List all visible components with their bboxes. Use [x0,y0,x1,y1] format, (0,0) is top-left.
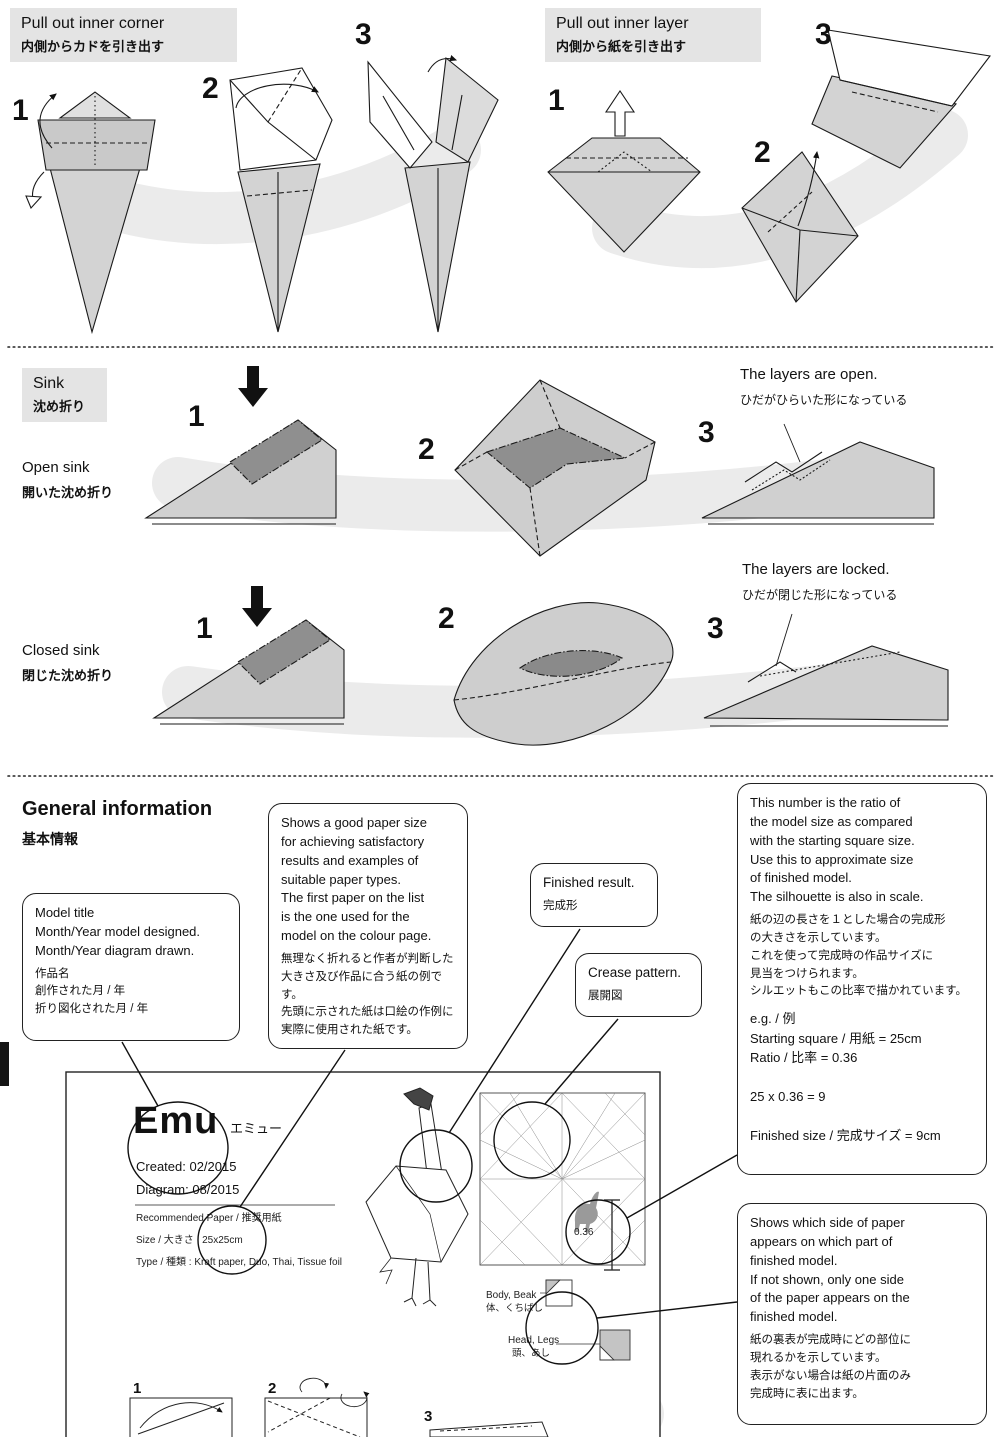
closed-sink-label: Closed sink [22,642,100,659]
open-sink-label-jp: 開いた沈め折り [22,485,114,500]
push-arrow-icon [242,586,272,627]
callout-text-jp: 紙の裏表が完成時にどの部位に 現れるかを示しています。 表示がない場合は紙の片面… [750,1334,911,1400]
general-info-title-jp: 基本情報 [22,831,78,847]
dotted-dividers [7,346,994,777]
callout-text-jp: 無理なく折れると作者が判断した 大きさ及び作品に合う紙の例です。 先頭に示された… [281,952,454,1037]
figure-pull-layer-step3 [811,29,991,169]
callout-text-en: Crease pattern. [588,965,682,980]
callout-text-jp: 紙の辺の長さを１とした場合の完成形 の大きさを示しています。 これを使って完成時… [750,914,968,998]
step-number: 3 [424,1408,433,1425]
section-title: Sink [33,375,65,392]
section-header-sink: Sink 沈め折り [22,368,107,422]
page-edge-tab [0,1042,9,1086]
step-number: 2 [438,602,455,635]
callout-text-en: Shows which side of paper appears on whi… [750,1215,910,1325]
section-title-jp: 内側から紙を引き出す [556,39,687,54]
step-number: 3 [698,416,715,449]
closed-sink-note: The layers are locked. [742,561,890,578]
figure-open-sink-step2 [454,379,656,557]
figure-open-sink-step3 [701,423,935,525]
sample-paper-type: Type / 種類 : Kraft paper, Duo, Thai, Tiss… [136,1257,343,1268]
figure-closed-sink-step1 [152,586,345,725]
step-number: 1 [133,1380,142,1397]
callout-text-en: Shows a good paper size for achieving sa… [281,815,432,944]
step-number: 3 [815,18,832,51]
sample-body-beak-label: Body, Beak [486,1290,537,1301]
callout-model-title: Model title Month/Year model designed. M… [22,893,240,1041]
sample-body-beak-label-jp: 体、くちばし [486,1303,544,1314]
sample-model-name: Emu [133,1100,219,1142]
section-title: Pull out inner corner [21,15,165,32]
callout-text-en: Finished result. [543,875,635,890]
callout-ratio-example: e.g. / 例 Starting square / 用紙 = 25cm Rat… [750,1011,941,1144]
callout-text-jp: 完成形 [543,899,578,912]
step-number: 2 [754,136,771,169]
figure-pull-corner-step1 [25,91,156,335]
step-number: 2 [202,72,219,105]
figure-pull-corner-step2 [229,67,333,333]
open-sink-label: Open sink [22,459,90,476]
step-number: 1 [188,400,205,433]
step-number: 3 [355,18,372,51]
callout-paper: Shows a good paper size for achieving sa… [268,803,468,1049]
crease-pattern-thumbnail [479,1092,646,1271]
figure-closed-sink-step3 [703,613,949,727]
figure-pull-layer-step1 [547,90,701,253]
figure-pull-layer-step2 [741,150,859,303]
figure-open-sink-step1 [144,366,337,525]
callout-crease-pattern: Crease pattern. 展開図 [575,953,702,1017]
general-info-title: General information [22,798,213,820]
step-number: 2 [268,1380,277,1397]
section-header-pull-out-layer: Pull out inner layer 内側から紙を引き出す [545,8,761,62]
callout-text-jp: 作品名 創作された月 / 年 折り図化された月 / 年 [35,967,149,1016]
section-title-jp: 沈め折り [33,399,86,414]
callout-finished-result: Finished result. 完成形 [530,863,658,927]
sample-head-legs-label-jp: 頭、あし [512,1348,551,1359]
sample-head-legs-label: Head, Legs [508,1335,560,1346]
callout-text-jp: 展開図 [588,989,623,1002]
step-number: 1 [548,84,565,117]
sample-created-date: Created: 02/2015 [136,1159,237,1174]
callout-paper-side: Shows which side of paper appears on whi… [737,1203,987,1425]
sample-recommended-paper: Recommended Paper / 推奨用紙 [136,1213,282,1224]
step-number: 3 [707,612,724,645]
open-sink-note: The layers are open. [740,366,878,383]
sample-paper-size: Size / 大きさ : 25x25cm [136,1235,243,1246]
figure-pull-corner-step3 [367,55,499,333]
step-number: 1 [12,94,29,127]
step-number: 2 [418,433,435,466]
figure-closed-sink-step2 [453,602,674,746]
sample-ratio-value: 0.36 [574,1227,594,1238]
step-number: 1 [196,612,213,645]
callout-ratio: This number is the ratio of the model si… [737,783,987,1175]
closed-sink-note-jp: ひだが閉じた形になっている [742,588,898,602]
callout-text-en: Model title Month/Year model designed. M… [35,905,201,958]
closed-sink-label-jp: 閉じた沈め折り [22,668,114,683]
sample-model-name-jp: エミュー [230,1121,283,1136]
open-sink-note-jp: ひだがひらいた形になっている [740,393,908,407]
section-title-jp: 内側からカドを引き出す [21,39,165,54]
section-header-pull-out-corner: Pull out inner corner 内側からカドを引き出す [10,8,237,62]
sample-step-diagrams [129,1377,549,1437]
section-title: Pull out inner layer [556,15,689,32]
callout-text-en: This number is the ratio of the model si… [750,795,924,905]
sample-diagram-date: Diagram: 08/2015 [136,1182,240,1197]
push-arrow-icon [238,366,268,407]
